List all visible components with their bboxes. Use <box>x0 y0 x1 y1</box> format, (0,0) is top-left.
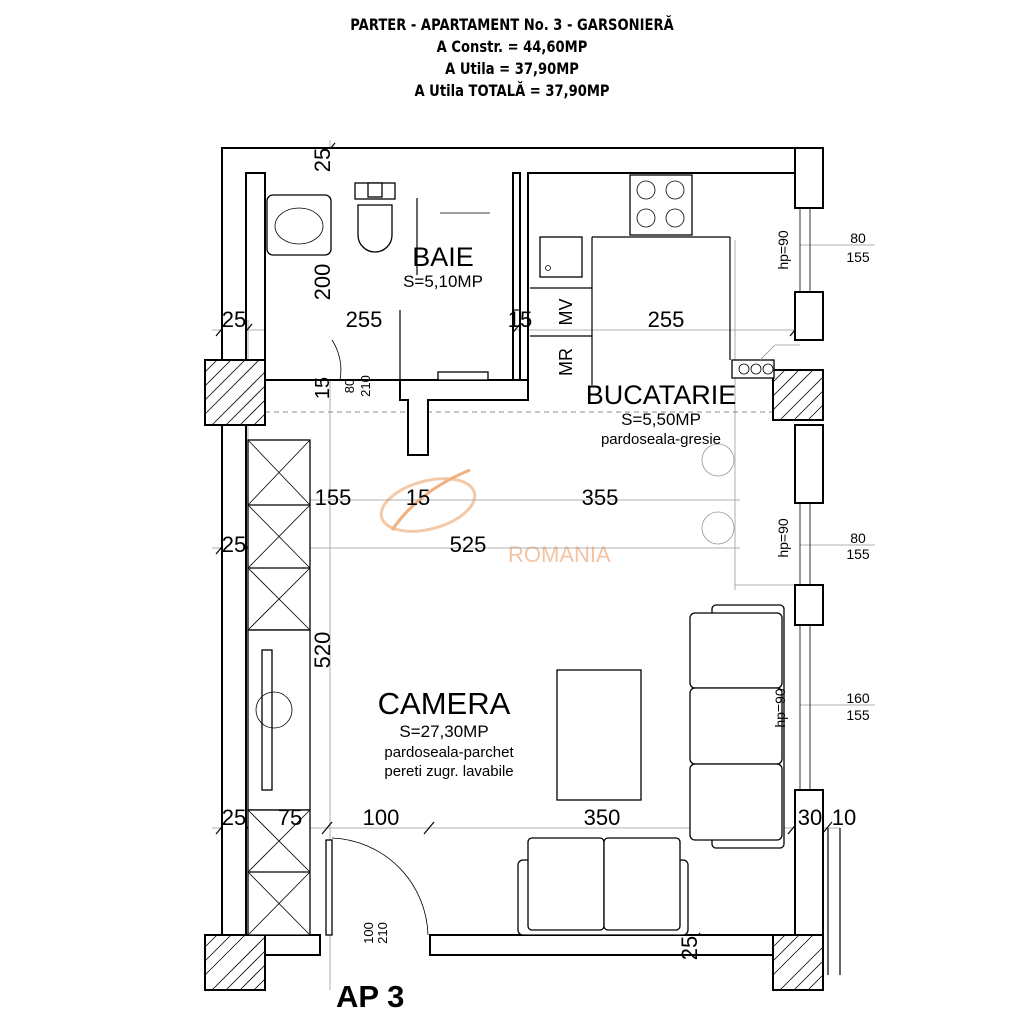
dim-525: 525 <box>450 532 487 557</box>
dim-155-mid: 155 <box>315 485 352 510</box>
dim-75: 75 <box>278 805 302 830</box>
dim-25-bottom: 25 <box>677 936 702 960</box>
window2-width: 80 <box>850 530 866 546</box>
dim-25-top: 25 <box>310 148 335 172</box>
window3-width: 160 <box>846 690 870 706</box>
dim-200: 200 <box>310 264 335 301</box>
room-name-camera: CAMERA <box>378 686 511 721</box>
label-mv: MV <box>556 299 576 326</box>
dim-255-left: 255 <box>346 307 383 332</box>
useful-area: A Utila = 37,90MP <box>445 59 579 78</box>
room-floor-bucatarie: pardoseala-gresie <box>601 431 721 448</box>
dim-25-left2: 25 <box>222 532 246 557</box>
wardrobe <box>247 439 311 936</box>
dim-255-right: 255 <box>648 307 685 332</box>
plan-title: PARTER - APARTAMENT No. 3 - GARSONIERĂ <box>350 15 674 34</box>
dim-25-left3: 25 <box>222 805 246 830</box>
watermark-text: ROMANIA <box>508 542 611 567</box>
dim-520: 520 <box>310 632 335 669</box>
columns <box>204 359 824 991</box>
window2-height: 155 <box>846 546 870 562</box>
label-mr: MR <box>556 348 576 376</box>
dim-15-b: 15 <box>312 377 334 399</box>
dim-25-left1: 25 <box>222 307 246 332</box>
window3-height: 155 <box>846 707 870 723</box>
dim-350: 350 <box>584 805 621 830</box>
dim-80-a: 80 <box>342 379 357 393</box>
room-name-bucatarie: BUCATARIE <box>586 380 737 410</box>
dim-210-door: 210 <box>375 922 390 944</box>
dim-15-c: 15 <box>406 485 430 510</box>
room-area-baie: S=5,10MP <box>403 272 483 291</box>
window2-hp: hp=90 <box>775 518 791 558</box>
room-walls-camera: pereti zugr. lavabile <box>384 763 513 780</box>
dim-210-a: 210 <box>358 375 373 397</box>
window3-hp: hp=90 <box>772 688 788 728</box>
kitchen-fixtures <box>530 174 800 545</box>
total-useful-area: A Utila TOTALĂ = 37,90MP <box>414 81 610 100</box>
dim-15-a: 15 <box>508 307 532 332</box>
window-marks <box>799 208 811 790</box>
dim-355: 355 <box>582 485 619 510</box>
dim-100: 100 <box>363 805 400 830</box>
room-name-baie: BAIE <box>412 242 474 272</box>
bathroom-fixtures <box>266 182 490 381</box>
dim-100-door: 100 <box>361 922 376 944</box>
window1-hp: hp=90 <box>775 230 791 270</box>
room-floor-camera: pardoseala-parchet <box>384 744 514 761</box>
construction-area: A Constr. = 44,60MP <box>436 37 588 56</box>
watermark: ROMANIA <box>379 468 611 567</box>
window1-width: 80 <box>850 230 866 246</box>
apartment-label: AP 3 <box>336 979 404 1014</box>
window1-height: 155 <box>846 249 870 265</box>
room-area-bucatarie: S=5,50MP <box>621 410 701 429</box>
dim-10: 10 <box>832 805 856 830</box>
plan-header: PARTER - APARTAMENT No. 3 - GARSONIERĂ A… <box>92 14 932 102</box>
room-area-camera: S=27,30MP <box>399 722 488 741</box>
dim-30: 30 <box>798 805 822 830</box>
living-furniture <box>325 604 785 936</box>
